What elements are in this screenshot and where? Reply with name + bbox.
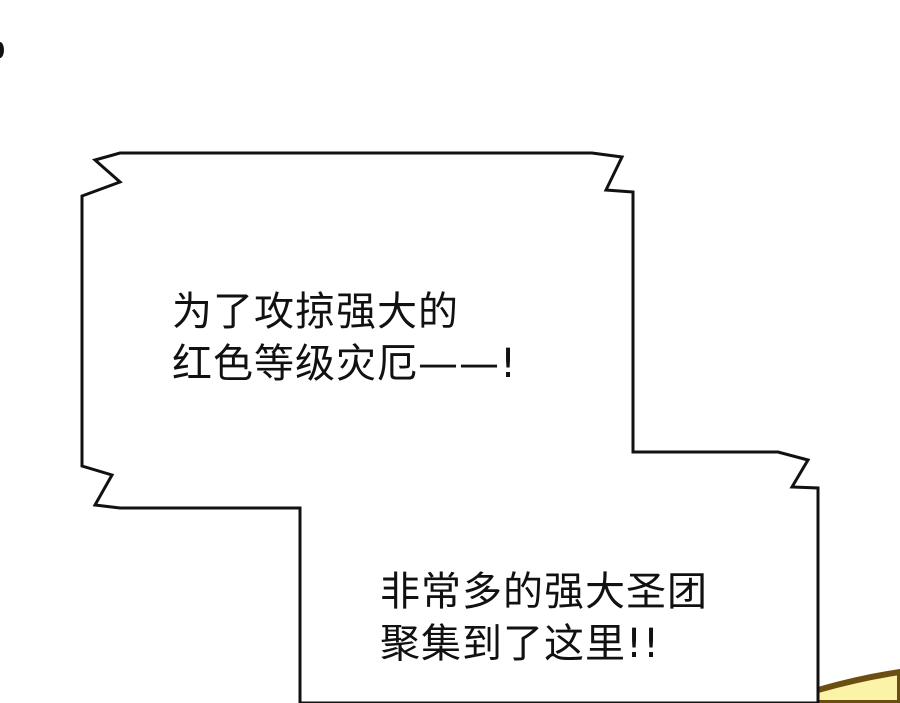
speech-bubble-outline [80, 151, 820, 703]
speech-text-2: 非常多的强大圣团聚集到了这里!! [380, 566, 708, 670]
speech-line: 非常多的强大圣团 [380, 569, 708, 615]
speech-text-1: 为了攻掠强大的红色等级灾厄——! [172, 286, 517, 390]
speech-line: 为了攻掠强大的 [172, 289, 459, 335]
edge-dot [0, 42, 4, 58]
speech-line: 聚集到了这里!! [380, 621, 661, 667]
speech-line: 红色等级灾厄——! [172, 341, 518, 387]
